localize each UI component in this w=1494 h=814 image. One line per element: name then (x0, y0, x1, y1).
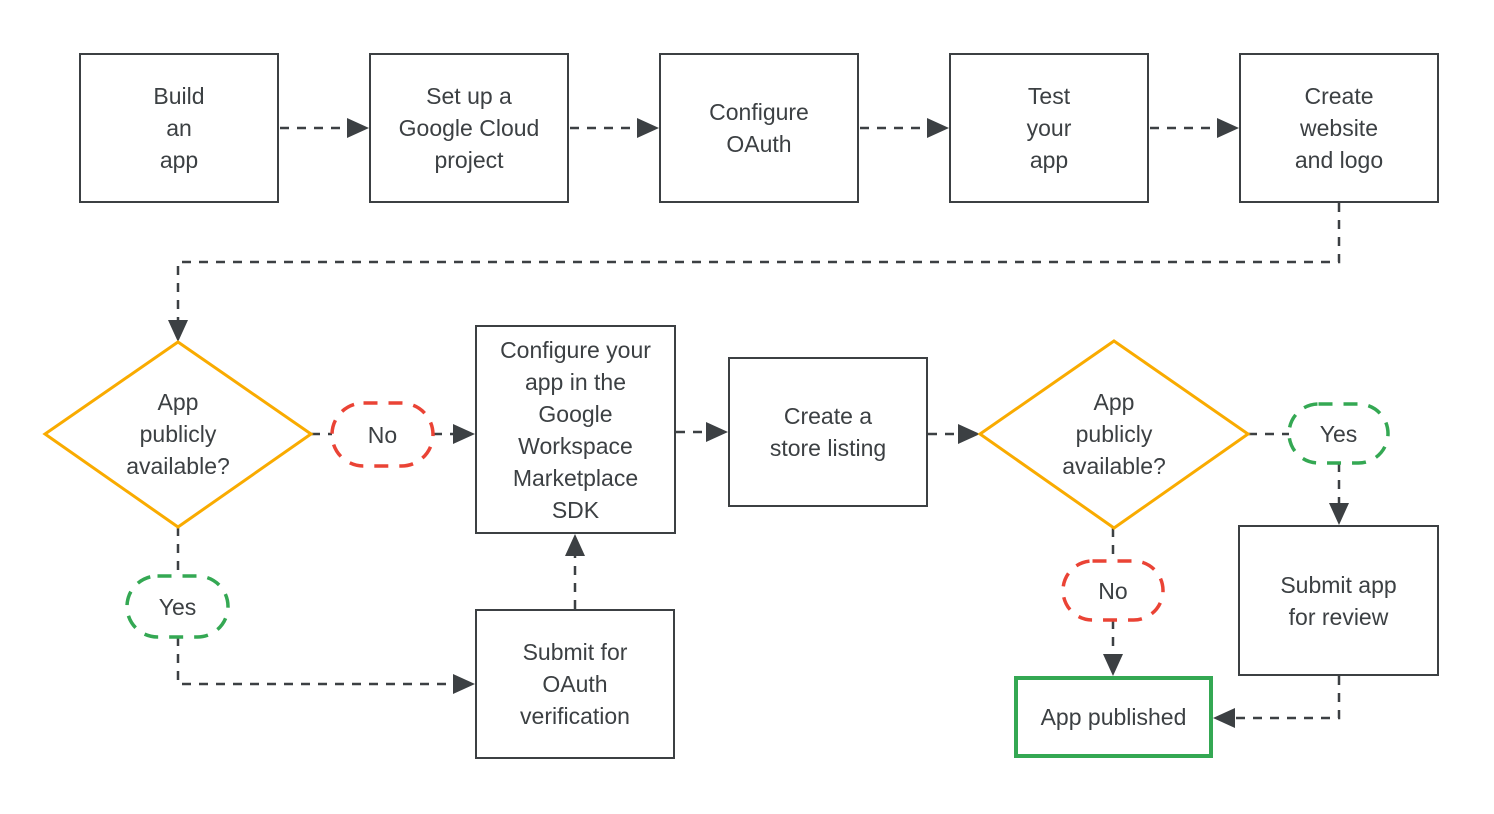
connector-website-to-decision1 (176, 203, 1341, 320)
decision-diamond-2 (977, 339, 1251, 530)
arrowhead-cloud-to-oauth (637, 118, 659, 138)
arrowhead-left-into-published (1213, 708, 1235, 728)
arrowhead-into-oauth-verification (453, 674, 475, 694)
arrowhead-into-review (1329, 503, 1349, 525)
process-box-submit-review: Submit app for review (1238, 525, 1439, 676)
connector-yes-to-oauth-verification (176, 637, 453, 686)
process-box-oauth-verification: Submit for OAuth verification (475, 609, 675, 759)
arrowhead-build-to-cloud (347, 118, 369, 138)
arrowhead-down-into-published (1103, 654, 1123, 676)
arrowhead-up-into-sdk (565, 534, 585, 556)
process-box-build-app: Build an app (79, 53, 279, 203)
process-box-cloud-project: Set up a Google Cloud project (369, 53, 569, 203)
arrowhead-into-decision1 (168, 320, 188, 342)
terminal-box-app-published: App published (1014, 676, 1213, 758)
no-pill-decision2 (1061, 559, 1165, 622)
decision-diamond-1 (42, 340, 314, 529)
yes-pill-decision2 (1287, 402, 1390, 465)
arrowhead-oauth-to-test (927, 118, 949, 138)
arrowhead-into-decision2 (958, 424, 980, 444)
process-box-store-listing: Create a store listing (728, 357, 928, 507)
no-pill-decision1 (330, 401, 435, 468)
yes-pill-decision1 (125, 574, 230, 639)
arrowhead-into-listing (706, 422, 728, 442)
arrowhead-test-to-website (1217, 118, 1239, 138)
process-box-configure-sdk: Configure your app in the Google Workspa… (475, 325, 676, 534)
process-box-website-logo: Create website and logo (1239, 53, 1439, 203)
process-box-configure-oauth: Configure OAuth (659, 53, 859, 203)
connector-review-to-published (1235, 676, 1341, 720)
process-box-test-app: Test your app (949, 53, 1149, 203)
arrowhead-into-sdk (453, 424, 475, 444)
